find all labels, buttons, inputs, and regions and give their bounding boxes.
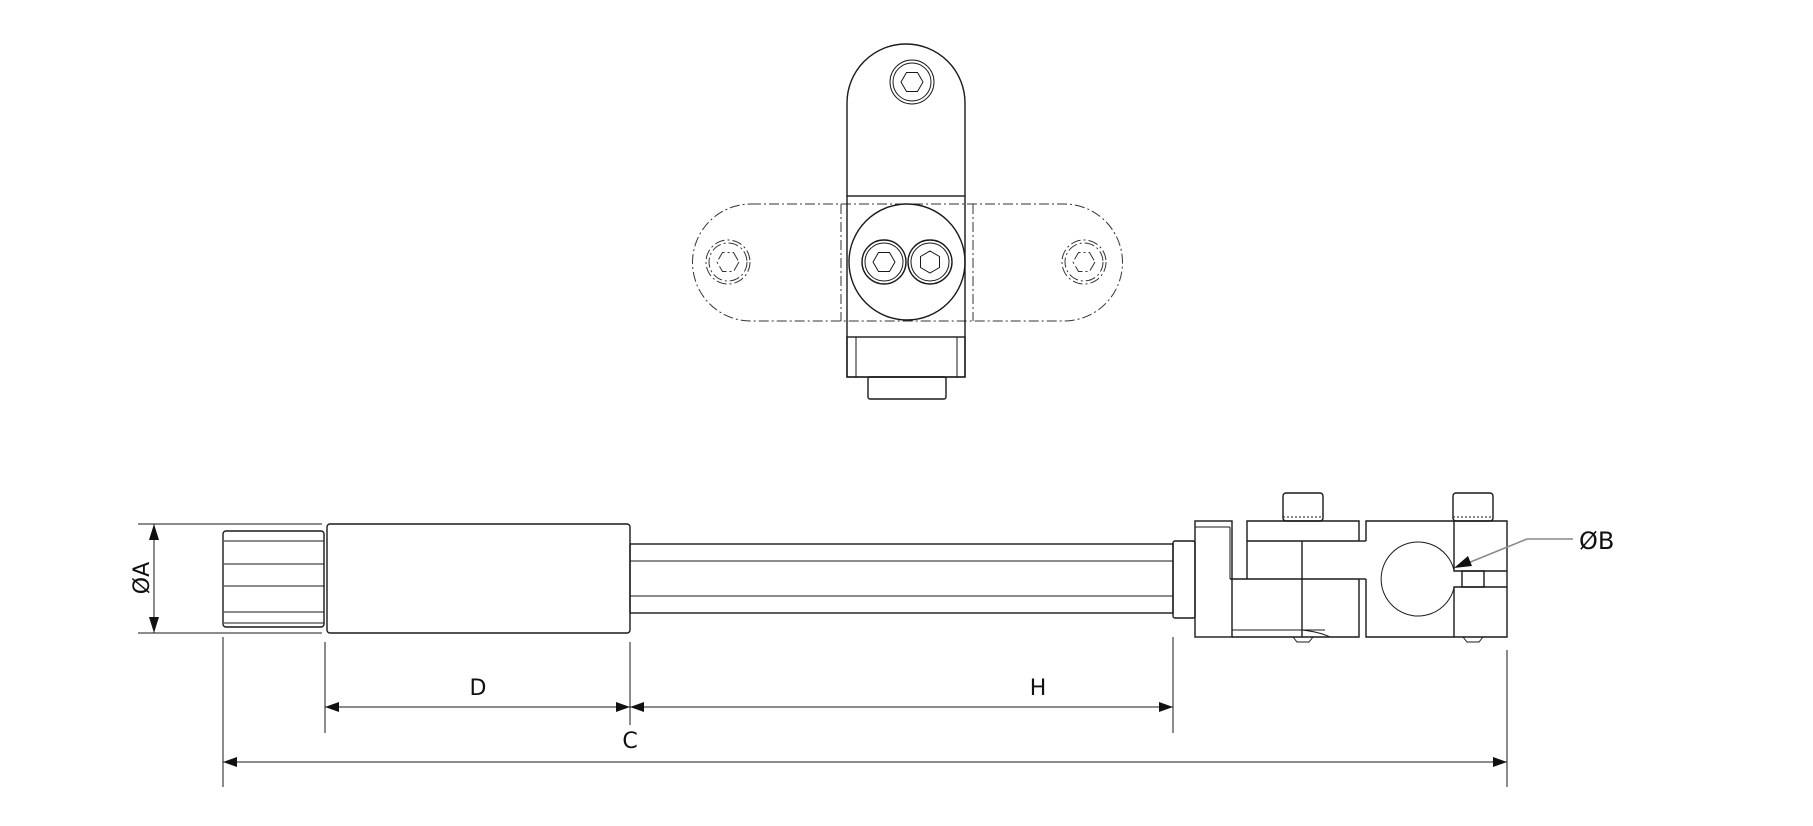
plate-screw-left-icon (705, 239, 751, 285)
clamp-screw-1-icon (1282, 492, 1324, 522)
round-boss (848, 203, 966, 321)
knurled-end (222, 530, 325, 628)
rod (629, 543, 1174, 614)
rod-collar (1172, 540, 1196, 619)
dimension-h-label: H (1030, 676, 1047, 701)
boss-screw-left-icon (861, 239, 907, 285)
dimension-d: D (325, 676, 630, 712)
extension-lines (222, 637, 1508, 787)
dimension-h: H (630, 676, 1173, 712)
plate-screw-right-icon (1061, 239, 1107, 285)
mounting-plate-outline (692, 203, 1123, 322)
collar-top (846, 336, 966, 378)
dimension-a: ØA (130, 523, 322, 634)
top-view (692, 43, 1123, 400)
dimension-c: C (223, 729, 1507, 767)
dimension-c-label: C (622, 729, 637, 754)
side-view (222, 492, 1508, 643)
clamp-screw-2-icon (1452, 492, 1494, 522)
bracket-tab (846, 43, 966, 196)
cylinder-body (326, 523, 631, 634)
swivel-clamp (1194, 492, 1508, 643)
dimension-a-label: ØA (130, 562, 155, 594)
rod-end-top (867, 376, 947, 400)
dimension-b-label: ØB (1579, 527, 1614, 555)
dimension-b: ØB (1454, 527, 1614, 568)
boss-screw-right-icon (907, 239, 953, 285)
tab-screw-icon (889, 59, 935, 105)
dimension-d-label: D (470, 676, 487, 701)
